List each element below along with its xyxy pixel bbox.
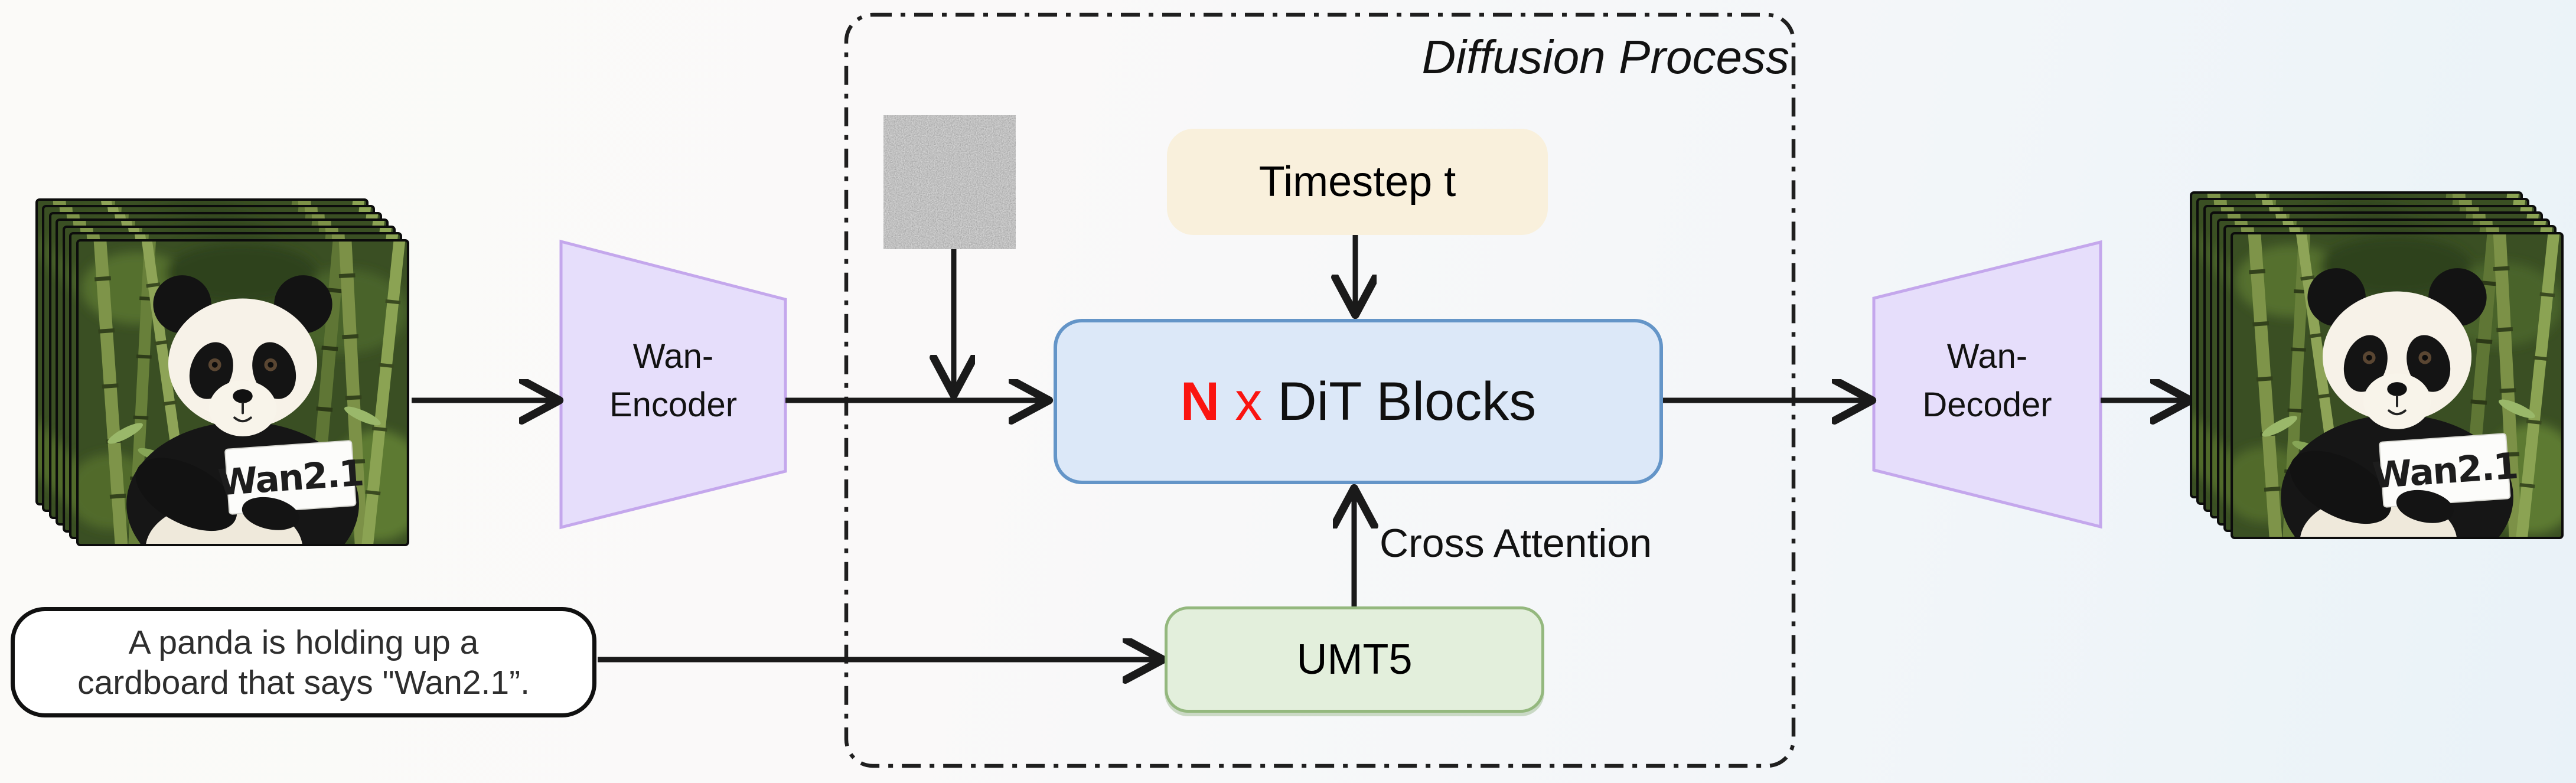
dit-multiplier-n: N bbox=[1180, 371, 1220, 432]
prompt-line-1: A panda is holding up a bbox=[128, 623, 479, 661]
dit-times-x: x bbox=[1235, 371, 1263, 432]
diffusion-process-title: Diffusion Process bbox=[1421, 31, 1789, 83]
video-frame-front bbox=[2231, 232, 2564, 539]
text-prompt-box: A panda is holding up a cardboard that s… bbox=[11, 607, 596, 717]
timestep-label: Timestep t bbox=[1258, 158, 1456, 205]
wan-decoder-label: Wan- Decoder bbox=[1922, 337, 2052, 424]
video-frame-front bbox=[76, 239, 409, 546]
umt5-node: UMT5 bbox=[1165, 606, 1544, 713]
prompt-line-2: cardboard that says "Wan2.1”. bbox=[77, 663, 530, 702]
diffusion-process-region bbox=[844, 12, 1796, 768]
noise-image bbox=[883, 115, 1016, 249]
timestep-node: Timestep t bbox=[1167, 129, 1548, 235]
wan-encoder-shape bbox=[559, 239, 787, 530]
umt5-label: UMT5 bbox=[1296, 636, 1413, 683]
wan-encoder-label: Wan- Encoder bbox=[609, 337, 738, 424]
cross-attention-label: Cross Attention bbox=[1380, 521, 1652, 566]
